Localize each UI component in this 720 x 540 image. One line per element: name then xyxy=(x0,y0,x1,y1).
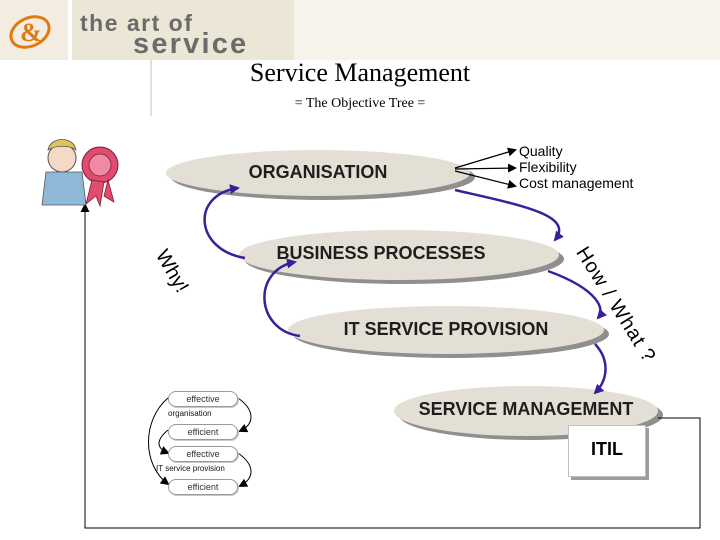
how-arc-lower xyxy=(593,343,607,395)
mini-arc-right-lower xyxy=(237,452,252,487)
brand-line2: service xyxy=(133,28,249,60)
cost-management-item: Cost management xyxy=(519,175,634,191)
business-processes-ellipse xyxy=(239,230,559,280)
header-vertical-divider xyxy=(150,60,152,116)
flexibility-item: Flexibility xyxy=(519,159,577,175)
organisation-label: ORGANISATION xyxy=(248,162,388,182)
it-service-provision-ellipse xyxy=(288,306,604,354)
itil-box: ITIL xyxy=(568,425,646,477)
arrow-to-cost xyxy=(454,170,517,189)
logo-divider xyxy=(68,0,72,60)
service-management-label: SERVICE MANAGEMENT xyxy=(418,399,634,419)
why-arc-upper xyxy=(203,184,246,260)
how-arc-middle xyxy=(547,269,608,320)
page-title: Service Management xyxy=(249,58,471,87)
mini-label-organisation: organisation xyxy=(168,409,212,418)
ampersand-logo-icon: & xyxy=(9,15,51,49)
business-processes-label: BUSINESS PROCESSES xyxy=(276,243,486,263)
brand-box xyxy=(72,0,294,60)
mini-arc-left-inner xyxy=(158,429,170,455)
mini-arc-left-outer xyxy=(148,397,170,486)
page-subtitle: = The Objective Tree = xyxy=(294,96,426,111)
itil-label: ITIL xyxy=(591,439,623,459)
ellipse-shapes xyxy=(166,150,663,440)
quality-item: Quality xyxy=(519,143,563,159)
how-arc-upper xyxy=(454,188,564,242)
mini-pill-efficient-2: efficient xyxy=(168,479,238,495)
feedback-loop xyxy=(80,203,701,529)
mini-pill-efficient-1: efficient xyxy=(168,424,238,440)
award-figure-icon xyxy=(41,139,119,208)
arrow-to-flexibility xyxy=(454,163,517,173)
quality-list: Quality Flexibility Cost management xyxy=(519,143,633,191)
svg-text:&: & xyxy=(20,18,42,47)
arrow-to-quality xyxy=(454,147,517,169)
why-arc-lower xyxy=(263,258,301,338)
mini-arc-right-upper xyxy=(237,397,252,433)
it-service-provision-label: IT SERVICE PROVISION xyxy=(343,319,549,339)
organisation-ellipse xyxy=(166,150,470,196)
mini-label-it-service-provision: IT service provision xyxy=(156,464,225,473)
mini-pill-effective-1: effective xyxy=(168,391,238,407)
logo-box: & xyxy=(0,0,68,60)
service-management-ellipse xyxy=(394,386,658,436)
brand-line1: the art of xyxy=(80,10,194,36)
mini-pill-effective-2: effective xyxy=(168,446,238,462)
